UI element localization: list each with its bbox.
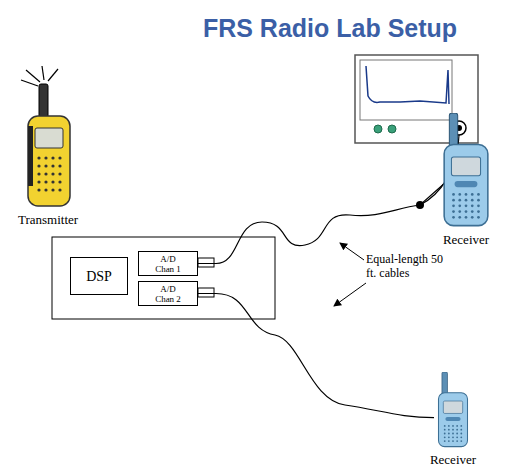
coax-cable [198, 182, 446, 264]
diagram-title: FRS Radio Lab Setup [180, 14, 480, 43]
radio-label: Receiver [443, 232, 489, 248]
receiver-radio: Receiver [428, 372, 478, 448]
connector-stub [198, 288, 214, 297]
coax-cable [198, 294, 434, 418]
box-label: A/D Chan 2 [150, 284, 186, 304]
dsp-box: DSP [70, 257, 128, 295]
oscilloscope [355, 55, 478, 143]
cable-note: Equal-length 50 ft. cables [366, 252, 444, 280]
receiver-radio-picture [428, 372, 478, 448]
adc-channel: A/D Chan 1 [138, 251, 198, 276]
transmitter-radio-picture [18, 66, 78, 208]
radio-label: Transmitter [18, 212, 78, 228]
receiver-radio-picture [440, 113, 492, 228]
radio-label: Receiver [430, 452, 476, 468]
connector-stub [198, 258, 214, 267]
transmitter-radio: Transmitter [18, 66, 78, 208]
dsp-housing [52, 237, 275, 319]
box-label: A/D Chan 1 [150, 254, 186, 274]
leader-arrow [340, 243, 364, 260]
adc-channel: A/D Chan 2 [138, 281, 198, 306]
box-label: DSP [86, 269, 112, 284]
leader-arrow [334, 283, 366, 306]
receiver-radio: Receiver [440, 113, 492, 228]
